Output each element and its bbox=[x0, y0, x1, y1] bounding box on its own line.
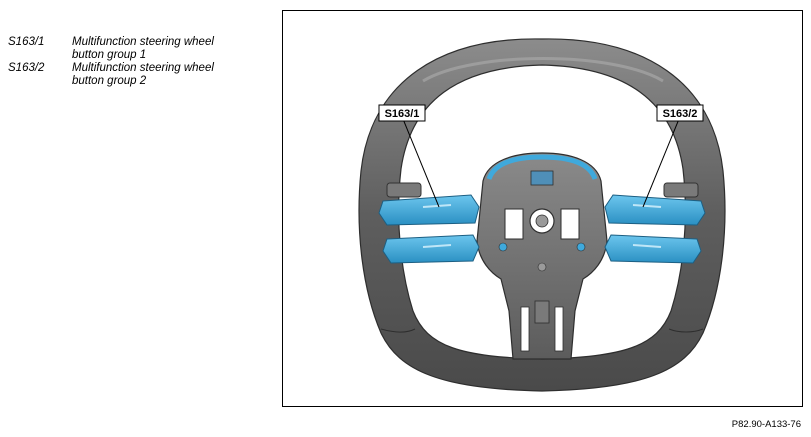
figure-frame: S163/1 S163/2 bbox=[282, 10, 803, 407]
button-group-s163-2 bbox=[604, 194, 706, 264]
legend-item-s163-1: S163/1 Multifunction steering wheel butt… bbox=[8, 36, 268, 62]
figure-reference-code: P82.90-A133-76 bbox=[731, 419, 801, 430]
legend-code: S163/1 bbox=[8, 36, 45, 48]
rim-spoke-mounts bbox=[386, 182, 699, 198]
callout-leader-left bbox=[402, 118, 440, 208]
legend-description: Multifunction steering wheel button grou… bbox=[72, 62, 268, 88]
callout-leader-right bbox=[642, 118, 680, 208]
callout-s163-1: S163/1 bbox=[378, 104, 426, 122]
callout-label-left: S163/1 bbox=[385, 108, 420, 120]
callout-label-right: S163/2 bbox=[663, 108, 698, 120]
legend-desc-line2: button group 1 bbox=[72, 49, 147, 61]
legend-description: Multifunction steering wheel button grou… bbox=[72, 36, 268, 62]
legend: S163/1 Multifunction steering wheel butt… bbox=[8, 36, 268, 88]
legend-item-s163-2: S163/2 Multifunction steering wheel butt… bbox=[8, 62, 268, 88]
legend-code: S163/2 bbox=[8, 62, 45, 74]
legend-desc-line2: button group 2 bbox=[72, 75, 147, 87]
steering-wheel-illustration: S163/1 S163/2 bbox=[358, 38, 726, 392]
callout-s163-2: S163/2 bbox=[656, 104, 704, 122]
legend-desc-line1: Multifunction steering wheel bbox=[72, 62, 214, 74]
legend-desc-line1: Multifunction steering wheel bbox=[72, 36, 214, 48]
button-group-s163-1 bbox=[378, 194, 480, 264]
steering-wheel-hub bbox=[476, 152, 608, 360]
steering-wheel-rim bbox=[358, 38, 726, 392]
